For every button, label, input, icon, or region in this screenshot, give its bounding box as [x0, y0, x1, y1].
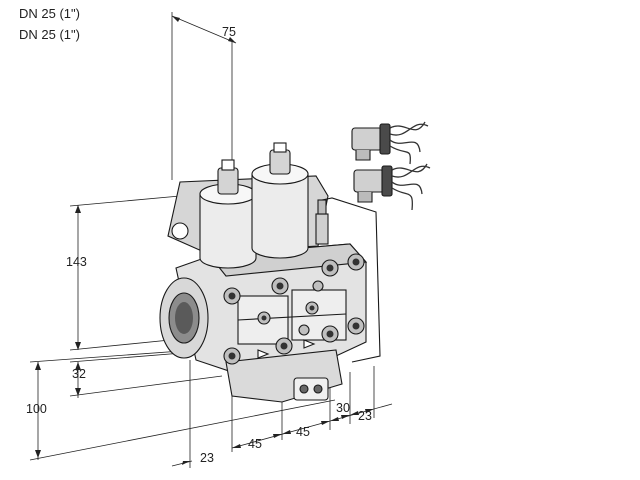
dim-offset-right: 23 — [358, 409, 372, 423]
dim-height-pipe: 32 — [72, 367, 86, 381]
nominal-size-label-1: DN 25 (1") — [19, 6, 80, 21]
dim-spacing-1: 45 — [248, 437, 262, 451]
cable-connector-top — [351, 121, 429, 165]
dim-spacing-3: 30 — [336, 401, 350, 415]
nominal-size-label-2: DN 25 (1") — [19, 27, 80, 42]
valve-assembly — [159, 142, 381, 403]
housing-screws — [223, 253, 365, 365]
dim-spacing-2: 45 — [296, 425, 310, 439]
dim-offset-front: 23 — [200, 451, 214, 465]
dim-height-upper: 143 — [66, 255, 87, 269]
solenoid-coil-right — [251, 173, 309, 259]
bypass-tubing — [321, 197, 381, 363]
dim-height-total: 100 — [26, 402, 47, 416]
pressure-sensor — [315, 213, 329, 245]
cable-connector-bottom — [353, 163, 431, 211]
base-port-block — [293, 377, 329, 401]
dim-top-width: 75 — [222, 25, 236, 39]
solenoid-coil-left — [199, 193, 257, 269]
dimension-lines — [29, 12, 393, 468]
bracket-hole — [171, 222, 189, 240]
